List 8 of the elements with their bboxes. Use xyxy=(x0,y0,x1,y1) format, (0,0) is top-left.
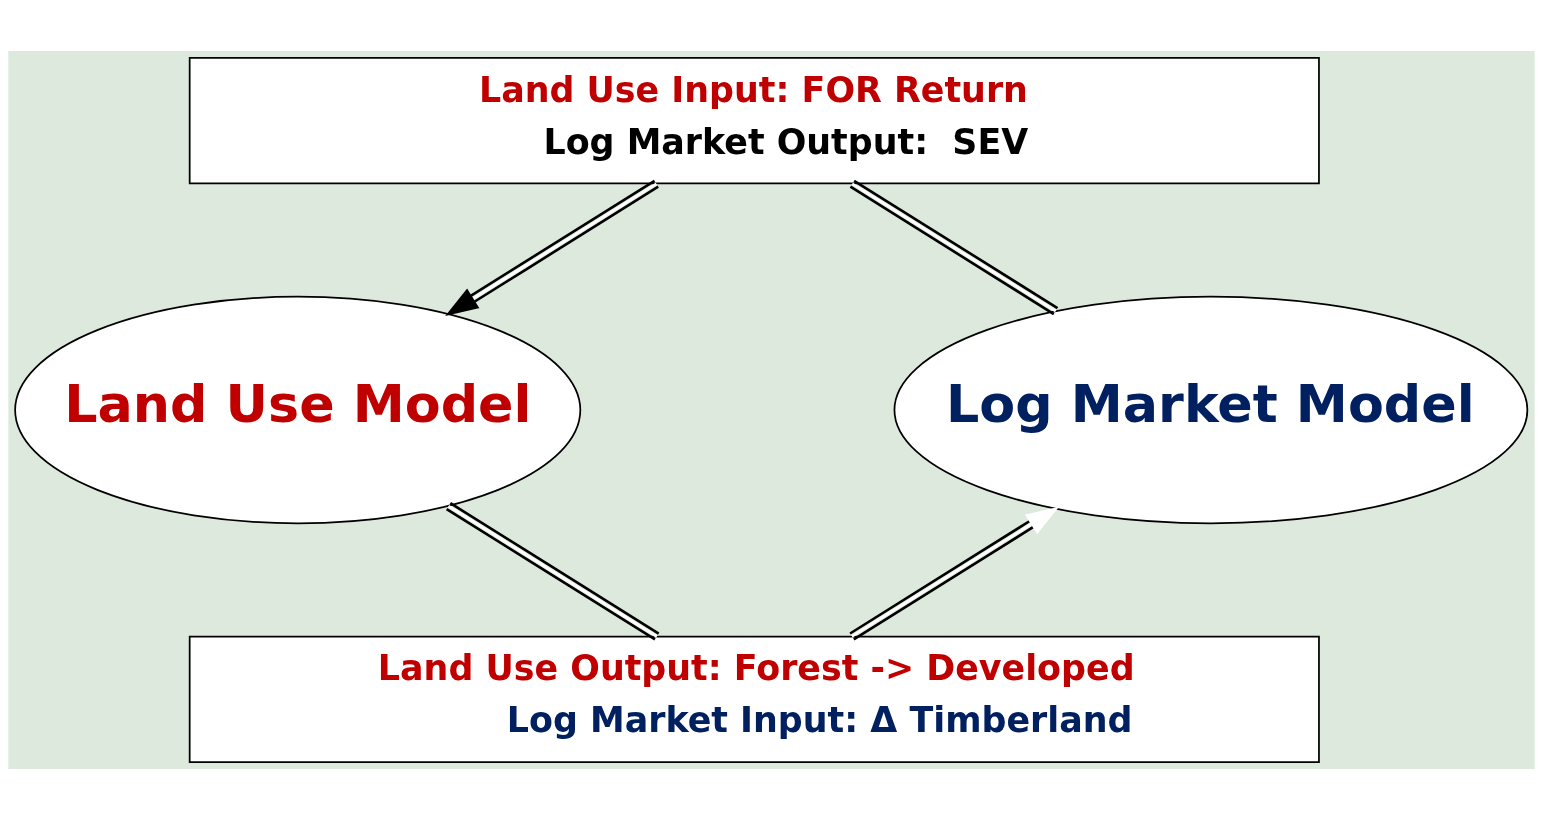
arrow xyxy=(445,179,659,316)
node-box: Land Use Output: Forest -> Developed Log Market Input: Δ Timberland xyxy=(188,635,1320,763)
node-ellipse: Land Use Model xyxy=(14,295,582,524)
node-box: Land Use Input: FOR Return Log Market Output: SEV xyxy=(188,56,1320,184)
node-ellipse: Log Market Model xyxy=(893,295,1529,524)
arrow xyxy=(849,506,1060,640)
connector xyxy=(849,179,1059,315)
connector xyxy=(445,501,660,641)
